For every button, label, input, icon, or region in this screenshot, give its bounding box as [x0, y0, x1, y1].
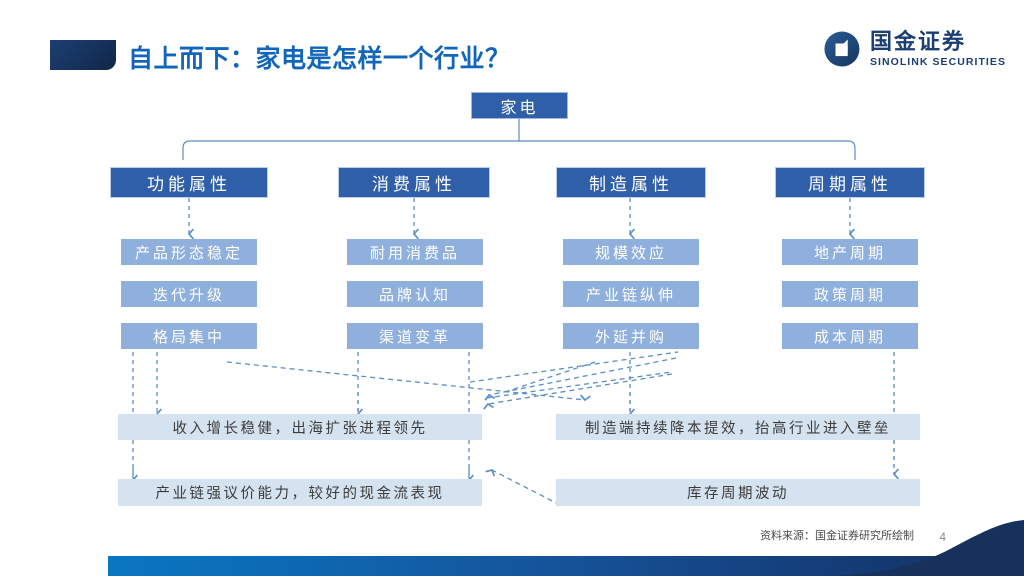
category-label: 功能属性	[147, 175, 231, 194]
summary-box-manufacturing: 制造端持续降本提效，抬高行业进入壁垒	[556, 414, 920, 440]
summary-label: 产业链强议价能力，较好的现金流表现	[155, 486, 445, 502]
attribute-box: 成本周期	[782, 323, 918, 349]
attribute-box: 渠道变革	[347, 323, 483, 349]
bottom-corner-decoration	[824, 520, 1024, 576]
attribute-label: 规模效应	[594, 245, 667, 262]
attribute-box: 外延并购	[563, 323, 699, 349]
source-note: 资料来源：国金证券研究所绘制	[760, 530, 914, 542]
category-label: 消费属性	[372, 175, 456, 194]
diagram-root-box: 家电	[471, 92, 568, 119]
attribute-label: 品牌认知	[378, 287, 451, 304]
category-box-functional: 功能属性	[110, 167, 268, 198]
attribute-box: 产业链纵伸	[563, 281, 699, 307]
sinolink-circle-mark-icon	[823, 30, 861, 68]
attribute-box: 品牌认知	[347, 281, 483, 307]
diagram-root-label: 家电	[500, 99, 539, 117]
title-accent-block	[50, 40, 116, 70]
category-label: 周期属性	[808, 175, 892, 194]
attribute-label: 地产周期	[813, 245, 886, 262]
brand-logo: 国金证券 SINOLINK SECURITIES	[823, 30, 1006, 68]
page-title: 自上而下：家电是怎样一个行业？	[128, 45, 511, 73]
category-label: 制造属性	[589, 175, 673, 194]
attribute-box: 政策周期	[782, 281, 918, 307]
attribute-label: 格局集中	[152, 329, 225, 346]
summary-box-revenue: 收入增长稳健，出海扩张进程领先	[118, 414, 482, 440]
summary-label: 收入增长稳健，出海扩张进程领先	[172, 420, 428, 437]
attribute-label: 产品形态稳定	[134, 245, 243, 262]
category-box-cyclical: 周期属性	[775, 167, 925, 198]
attribute-label: 耐用消费品	[369, 245, 460, 262]
logo-text-en: SINOLINK SECURITIES	[869, 55, 1006, 68]
attribute-label: 产业链纵伸	[585, 287, 676, 304]
attribute-label: 渠道变革	[378, 329, 451, 346]
bottom-accent-bar	[108, 556, 1024, 576]
attribute-label: 迭代升级	[152, 287, 225, 304]
category-box-manufacturing: 制造属性	[556, 167, 706, 198]
attribute-box: 格局集中	[121, 323, 257, 349]
summary-box-inventory: 库存周期波动	[556, 479, 920, 506]
attribute-box: 规模效应	[563, 239, 699, 265]
attribute-box: 迭代升级	[121, 281, 257, 307]
attribute-label: 成本周期	[813, 329, 886, 346]
attribute-box: 地产周期	[782, 239, 918, 265]
attribute-label: 外延并购	[594, 329, 667, 346]
category-box-consumption: 消费属性	[338, 167, 490, 198]
summary-label: 制造端持续降本提效，抬高行业进入壁垒	[585, 420, 891, 437]
logo-text-cn: 国金证券	[869, 28, 966, 54]
attribute-label: 政策周期	[813, 287, 886, 304]
attribute-box: 产品形态稳定	[121, 239, 257, 265]
summary-box-chain: 产业链强议价能力，较好的现金流表现	[118, 479, 482, 506]
attribute-box: 耐用消费品	[347, 239, 483, 265]
page-number: 4	[939, 530, 946, 544]
summary-label: 库存周期波动	[687, 486, 789, 502]
